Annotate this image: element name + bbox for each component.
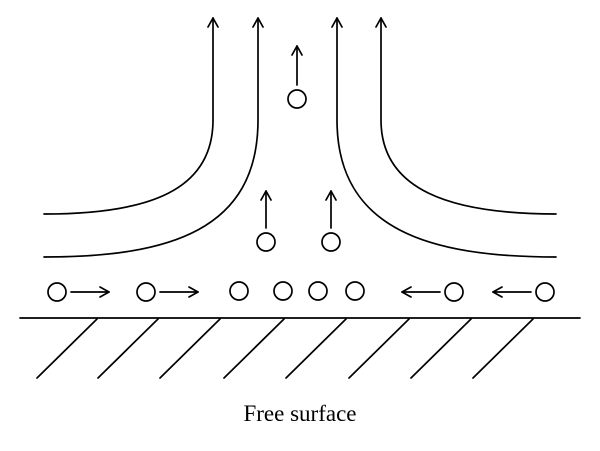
- hatch-1: [36, 318, 98, 379]
- streamline-right-outer: [375, 17, 557, 215]
- particle-mid-left: [256, 232, 276, 252]
- surface-particles: [47, 281, 555, 302]
- streamline-left-inner: [43, 17, 264, 258]
- hatch-5: [285, 318, 347, 379]
- hatch-3: [159, 318, 221, 379]
- rising-particles: [256, 45, 341, 252]
- free-surface: [19, 317, 581, 379]
- particle-surface-1: [47, 282, 67, 302]
- particle-surface-2: [136, 282, 156, 302]
- hatch-2: [97, 318, 159, 379]
- particle-surface-8: [535, 282, 555, 302]
- hatch-4: [223, 318, 285, 379]
- particle-surface-4: [273, 281, 293, 301]
- particle-surface-3: [229, 281, 249, 301]
- surface-hatching: [36, 318, 534, 379]
- hatch-7: [410, 318, 472, 379]
- particle-surface-7: [444, 282, 464, 302]
- streamlines: [43, 17, 557, 258]
- hatch-6: [348, 318, 410, 379]
- particle-top: [287, 89, 307, 109]
- particle-mid-right: [321, 232, 341, 252]
- hatch-8: [472, 318, 534, 379]
- particle-surface-6: [345, 281, 365, 301]
- streamline-left-outer: [43, 17, 219, 215]
- particle-surface-5: [308, 281, 328, 301]
- streamline-right-inner: [331, 17, 557, 258]
- diagram-caption: Free surface: [243, 401, 356, 426]
